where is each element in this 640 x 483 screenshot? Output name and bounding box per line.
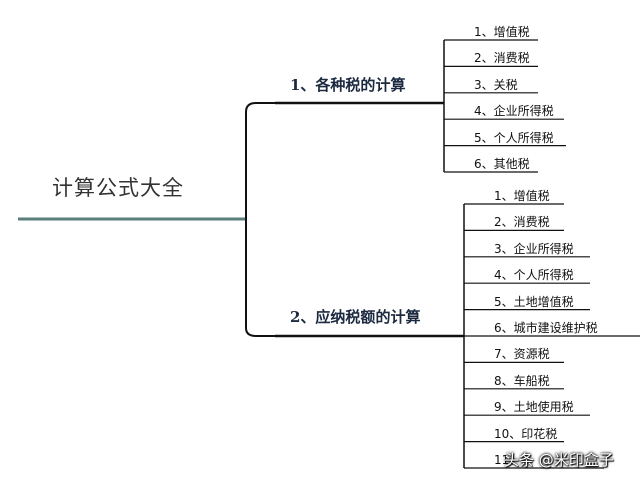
branch-1-leaf-item: 6、其他税 xyxy=(474,157,530,171)
branch-1-leaf-item: 2、消费税 xyxy=(474,51,530,66)
branch-1-leaf-item: 4、企业所得税 xyxy=(474,104,554,119)
branch-1-leaf-item: 5、个人所得税 xyxy=(474,130,554,145)
branch-2-leaf-item: 3、企业所得税 xyxy=(494,241,574,256)
branch-2-leaf-item: 7、资源税 xyxy=(494,347,550,362)
branch-2-leaf-item: 1、增值税 xyxy=(494,189,550,203)
branch-2-connector xyxy=(245,219,275,337)
branch-2-leaf-item: 4、个人所得税 xyxy=(494,268,574,283)
branch-2-leaf-item: 11、 xyxy=(494,453,522,467)
branch-2-label: 2、应纳税额的计算 xyxy=(290,308,421,326)
branch-2-leaf-item: 5、土地增值税 xyxy=(494,294,574,309)
branch-2-leaf-item: 8、车船税 xyxy=(494,373,550,388)
branch-1-leaf-item: 1、增值税 xyxy=(474,25,530,39)
branch-1-leaf-item: 3、关税 xyxy=(474,77,518,92)
branch-1-label: 1、各种税的计算 xyxy=(290,76,406,94)
root-node-label: 计算公式大全 xyxy=(52,176,184,200)
branch-2-leaf-item: 10、印花税 xyxy=(494,426,558,441)
branch-1-connector xyxy=(245,102,275,219)
branch-2-leaf-item: 2、消费税 xyxy=(494,215,550,230)
branch-2-leaf-item: 9、土地使用税 xyxy=(494,400,574,415)
watermark: 头条 @米印盒子 xyxy=(504,451,614,469)
branch-2-leaf-item: 6、城市建设维护税 xyxy=(494,321,598,335)
